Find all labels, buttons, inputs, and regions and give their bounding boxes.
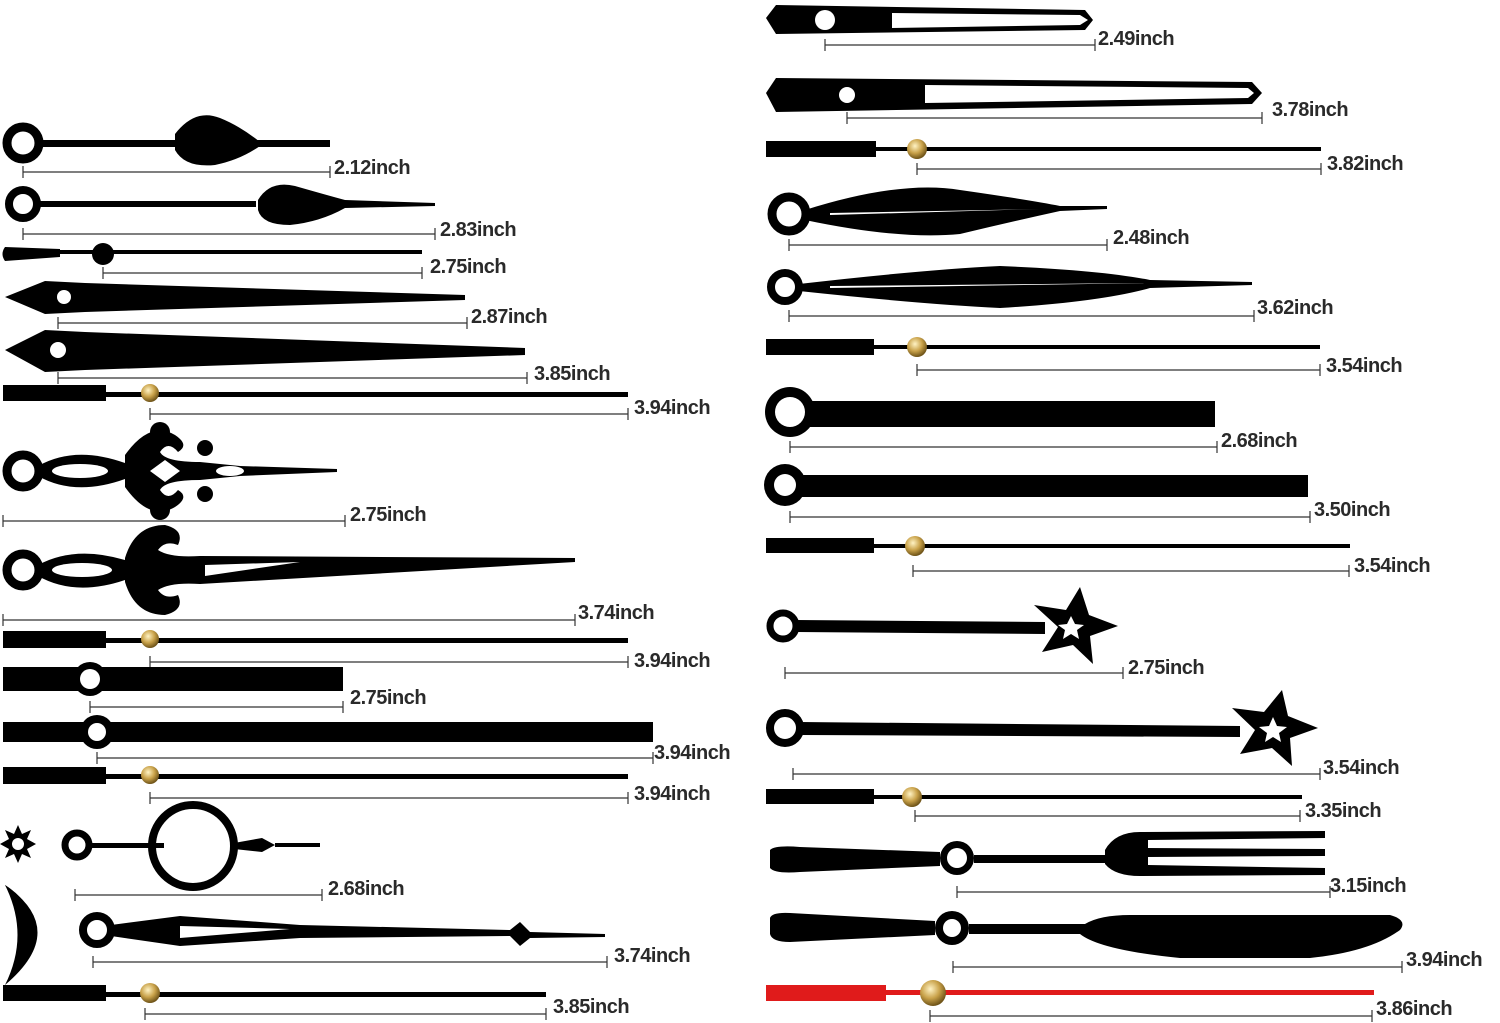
length-label: 3.74inch xyxy=(614,945,690,967)
hand-star-long: 3.54inch xyxy=(766,690,1400,780)
length-label: 3.94inch xyxy=(634,397,710,419)
hand-open-pointer-long: 3.78inch xyxy=(766,78,1349,124)
hand-leaf-short: 2.48inch xyxy=(767,187,1190,251)
length-label: 3.78inch xyxy=(1272,99,1348,121)
hand-second-gold: 3.94inch xyxy=(3,384,711,420)
hand-second-gold: 3.82inch xyxy=(766,139,1404,175)
hand-second-red: 3.86inch xyxy=(766,980,1453,1022)
length-label: 3.54inch xyxy=(1326,355,1402,377)
hand-second-gold: 3.35inch xyxy=(766,787,1382,822)
length-label: 3.82inch xyxy=(1327,153,1403,175)
length-label: 2.75inch xyxy=(1128,657,1204,679)
hand-leaf-long: 3.62inch xyxy=(767,266,1334,322)
hand-knife: 3.94inch xyxy=(770,911,1483,973)
length-label: 2.68inch xyxy=(1221,430,1297,452)
hand-teardrop-short: 2.12inch xyxy=(2,115,411,179)
length-label: 3.85inch xyxy=(553,996,629,1018)
length-label: 2.12inch xyxy=(334,157,410,179)
hand-fork: 3.15inch xyxy=(770,831,1407,898)
length-label: 2.68inch xyxy=(328,878,404,900)
length-label: 3.85inch xyxy=(534,363,610,385)
length-label: 3.94inch xyxy=(1406,949,1482,971)
length-label: 2.87inch xyxy=(471,306,547,328)
hand-baton-ring-short: 2.68inch xyxy=(765,387,1298,453)
length-label: 2.75inch xyxy=(350,687,426,709)
length-label: 3.86inch xyxy=(1376,998,1452,1020)
hand-star-short: 2.75inch xyxy=(766,587,1205,679)
length-label: 2.49inch xyxy=(1098,28,1174,50)
length-label: 3.62inch xyxy=(1257,297,1333,319)
hand-baton-ring-long: 3.50inch xyxy=(764,464,1391,523)
length-label: 3.94inch xyxy=(634,650,710,672)
length-label: 3.94inch xyxy=(634,783,710,805)
hand-spear-long: 3.85inch xyxy=(5,330,611,385)
hand-spear-short: 2.87inch xyxy=(5,281,548,329)
hand-teardrop-long: 2.83inch xyxy=(5,184,517,241)
hand-baton-short: 2.75inch xyxy=(3,662,427,713)
length-label: 3.50inch xyxy=(1314,499,1390,521)
length-label: 3.54inch xyxy=(1354,555,1430,577)
hand-ball-second: 2.75inch xyxy=(2,243,507,279)
length-label: 3.54inch xyxy=(1323,757,1399,779)
hand-second-gold: 3.54inch xyxy=(766,337,1403,377)
length-label: 3.94inch xyxy=(654,742,730,764)
length-label: 2.75inch xyxy=(350,504,426,526)
hand-second-gold: 3.85inch xyxy=(3,983,630,1020)
length-label: 2.48inch xyxy=(1113,227,1189,249)
hand-ornate-short: 2.75inch xyxy=(2,422,427,527)
hand-baton-long: 3.94inch xyxy=(3,715,731,764)
hand-open-pointer-short: 2.49inch xyxy=(766,5,1175,51)
hand-moon: 3.74inch xyxy=(5,885,691,985)
length-label: 3.15inch xyxy=(1330,875,1406,897)
length-label: 3.74inch xyxy=(578,602,654,624)
length-label: 2.83inch xyxy=(440,219,516,241)
hand-second-gold: 3.94inch xyxy=(3,766,711,805)
length-label: 3.35inch xyxy=(1305,800,1381,822)
hand-sun-ring: 2.68inch xyxy=(0,801,405,901)
hand-ornate-long: 3.74inch xyxy=(2,525,655,626)
length-label: 2.75inch xyxy=(430,256,506,278)
hand-second-gold: 3.54inch xyxy=(766,536,1431,577)
hand-second-gold: 3.94inch xyxy=(3,630,711,672)
